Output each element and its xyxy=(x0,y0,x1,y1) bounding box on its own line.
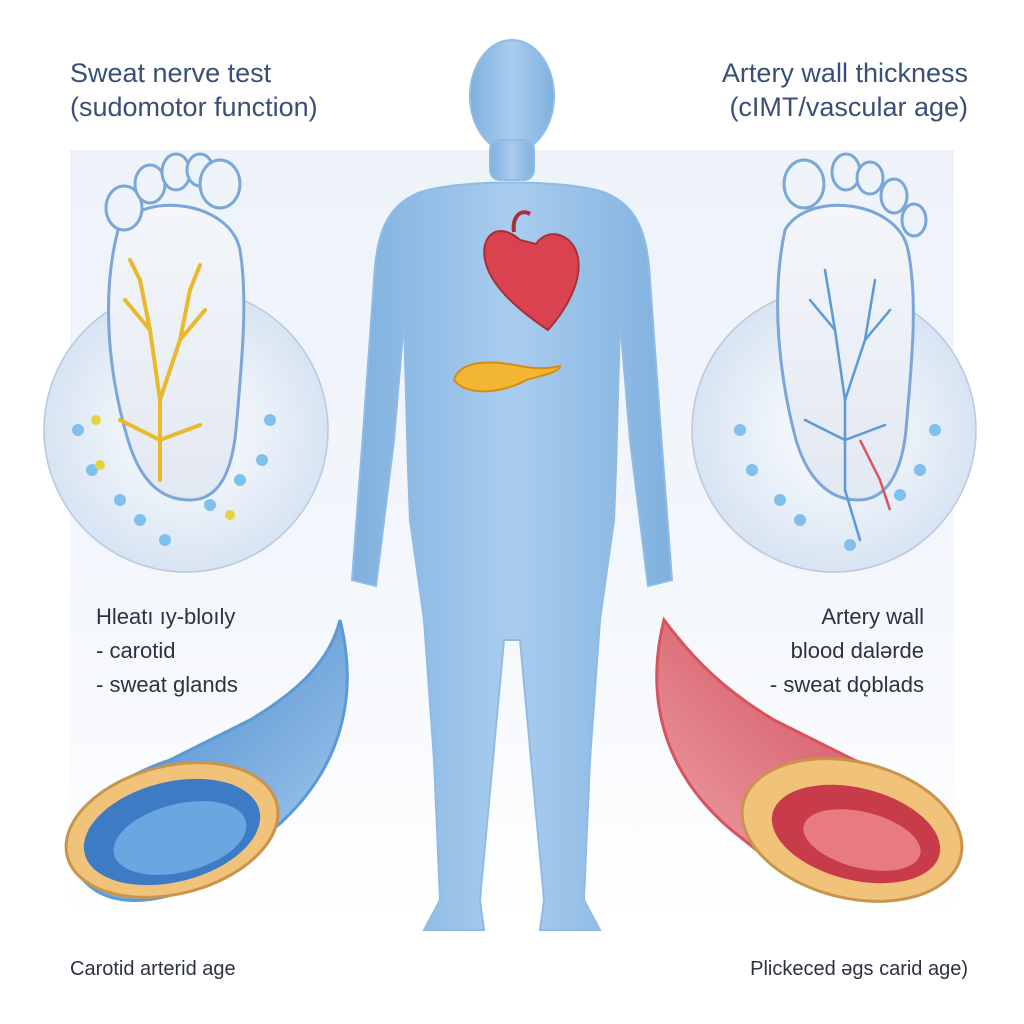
human-body-figure xyxy=(350,39,674,931)
right-note: Artery wall blood dalərde - sweat dǫblad… xyxy=(770,600,924,702)
right-caption: Plickeced əgs carid age) xyxy=(750,958,968,980)
healthy-artery-cross-section xyxy=(64,619,349,902)
foot-vessel-illustration xyxy=(691,152,977,573)
pancreas-icon xyxy=(452,361,562,393)
right-note-line2: blood dalərde xyxy=(790,638,924,663)
right-title: Artery wall thickness (cIMT/vascular age… xyxy=(722,56,968,124)
left-title: Sweat nerve test (sudomotor function) xyxy=(70,56,318,124)
left-note-line3: - sweat glands xyxy=(96,672,238,697)
right-title-line2: (cIMT/vascular age) xyxy=(729,92,968,122)
right-title-line1: Artery wall thickness xyxy=(721,58,968,88)
heart-icon xyxy=(483,210,580,332)
thickened-artery-cross-section xyxy=(655,616,964,903)
left-note: Hleatı ıy-bloıly - carotid - sweat gland… xyxy=(96,600,238,702)
right-note-line1: Artery wall xyxy=(821,604,924,629)
right-note-line3: - sweat dǫblads xyxy=(769,672,924,697)
foot-nerve-illustration xyxy=(43,152,329,573)
left-note-line1: Hleatı ıy-bloıly xyxy=(96,604,236,629)
left-caption: Carotid arterid age xyxy=(70,958,236,980)
left-title-line2: (sudomotor function) xyxy=(70,92,318,122)
left-title-line1: Sweat nerve test xyxy=(70,58,272,88)
left-note-line2: - carotid xyxy=(96,638,176,663)
